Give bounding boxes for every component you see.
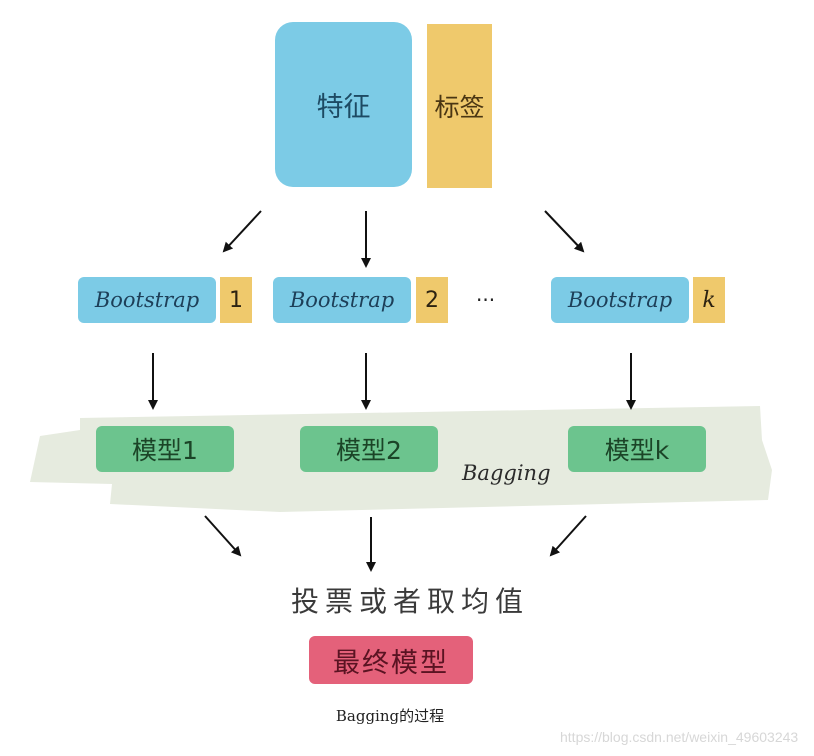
figure-caption: Bagging的过程 (335, 707, 445, 725)
bootstrap-label: Bootstrap (567, 288, 673, 312)
bootstrap-index-2: 2 (416, 277, 448, 323)
arrow-data-to-bootstrap-k (544, 210, 585, 253)
bootstrap-sample-k: Bootstrap (551, 277, 689, 323)
features-block: 特征 (275, 22, 412, 187)
watermark: https://blog.csdn.net/weixin_49603243 (560, 729, 799, 745)
ellipsis: ··· (476, 288, 496, 312)
bootstrap-label: Bootstrap (94, 288, 200, 312)
model-k: 模型k (568, 426, 706, 472)
bootstrap-label: Bootstrap (289, 288, 395, 312)
arrow-model-k-to-aggregation (549, 515, 587, 557)
final-model-label: 最终模型 (333, 647, 449, 679)
model-2: 模型2 (300, 426, 438, 472)
final-model: 最终模型 (309, 636, 473, 684)
model-1: 模型1 (96, 426, 234, 472)
aggregation-label: 投票或者取均值 (290, 585, 529, 618)
bootstrap-sample-2: Bootstrap (273, 277, 411, 323)
features-label: 特征 (316, 92, 371, 123)
labels-block: 标签 (427, 24, 492, 188)
bootstrap-sample-1: Bootstrap (78, 277, 216, 323)
model-label: 模型1 (132, 436, 198, 465)
arrow-data-to-bootstrap-1 (222, 210, 262, 253)
bootstrap-index: 1 (229, 287, 243, 313)
model-label: 模型2 (336, 436, 402, 465)
bootstrap-index: 2 (425, 287, 439, 313)
arrow-model-1-to-aggregation (204, 515, 242, 557)
bootstrap-index-1: 1 (220, 277, 252, 323)
labels-label: 标签 (434, 93, 485, 122)
bootstrap-index: k (702, 287, 716, 313)
model-label: 模型k (604, 436, 670, 465)
bootstrap-index-k: k (693, 277, 725, 323)
bagging-label: Bagging (462, 461, 551, 485)
